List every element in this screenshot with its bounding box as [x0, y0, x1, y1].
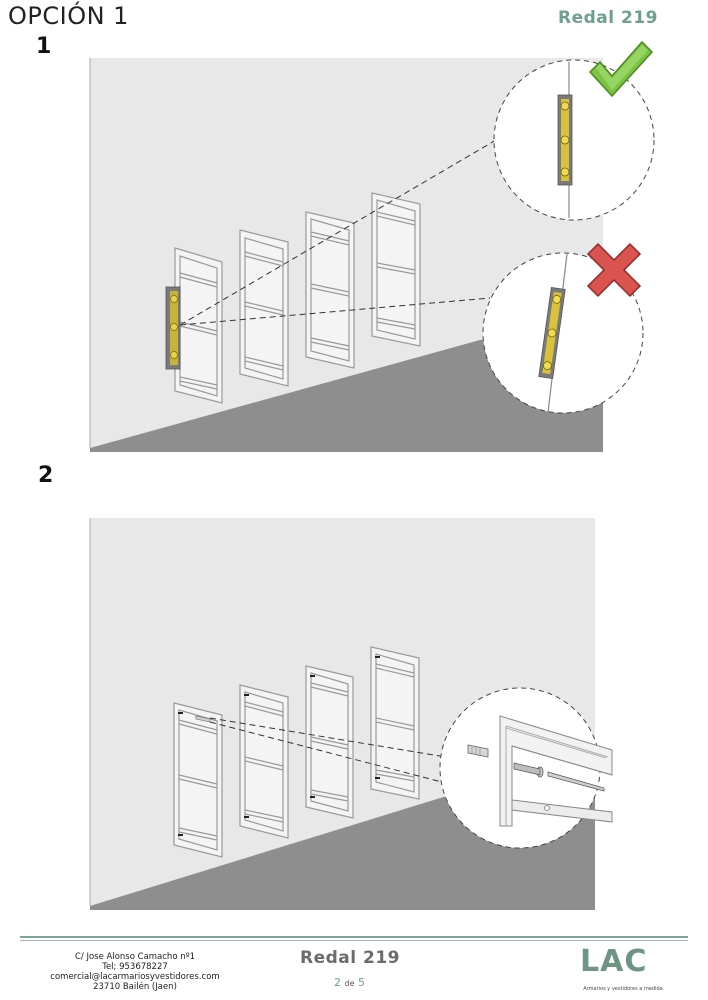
- address-email: comercial@lacarmariosyvestidores.com: [50, 972, 220, 982]
- detail-fixing: [439, 687, 613, 849]
- company-logo: LAC Armarios y vestidores a medida: [568, 944, 678, 998]
- frame-5: [173, 702, 223, 858]
- frame-6: [239, 684, 289, 839]
- leader-line-step-2-a: [209, 717, 453, 759]
- frame-7: [305, 665, 354, 819]
- footer-product-name: Redal 219: [300, 948, 400, 968]
- page-current: 2: [334, 976, 341, 989]
- footer-divider: [20, 936, 688, 938]
- footer-address: C/ Jose Alonso Camacho nº1 Tel; 95367822…: [40, 952, 230, 992]
- leader-line-step-1-a: [179, 139, 497, 326]
- frame-8: [370, 646, 420, 800]
- cross-icon: [586, 242, 642, 298]
- leader-line-step-1-b: [179, 297, 491, 326]
- logo-tagline: Armarios y vestidores a medida: [583, 986, 663, 992]
- logo-letters: LAC: [580, 944, 648, 979]
- address-street: C/ Jose Alonso Camacho nº1: [74, 952, 196, 962]
- screw-markers: [178, 656, 380, 836]
- address-phone: Tel; 953678227: [102, 962, 168, 972]
- detail-correct-level: [493, 59, 655, 221]
- header-product-name: Redal 219: [558, 8, 658, 28]
- address-city: 23710 Bailén (Jaen): [93, 982, 177, 992]
- wall-plug-icon: [467, 744, 489, 758]
- frame-3: [305, 211, 355, 369]
- check-icon: [588, 40, 654, 98]
- frame-1: [174, 247, 223, 404]
- step-1-number: 1: [36, 34, 52, 59]
- step-2-number: 2: [38, 463, 54, 488]
- page-total: 5: [358, 976, 365, 989]
- footer-divider-thin: [20, 940, 688, 941]
- detail-incorrect-level: [482, 252, 644, 414]
- long-screw-icon: [513, 762, 605, 792]
- frame-4: [371, 192, 421, 347]
- option-title: OPCIÓN 1: [8, 2, 129, 30]
- page-separator: de: [344, 979, 355, 988]
- spirit-level-icon: [165, 286, 181, 370]
- floor-step-1: [90, 330, 603, 452]
- page-number: 2 de 5: [334, 976, 365, 989]
